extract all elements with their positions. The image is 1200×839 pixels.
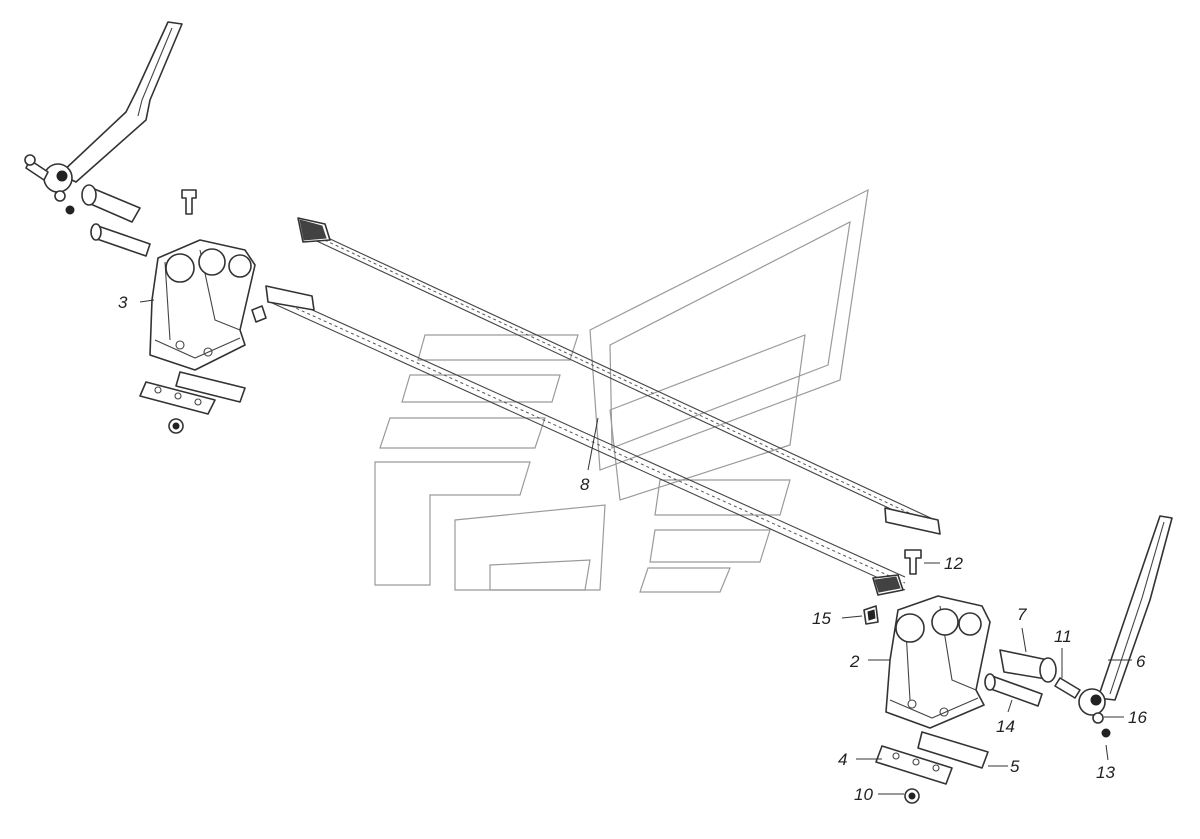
callout-13: 13 — [1096, 763, 1115, 782]
tie-rod-lower — [265, 285, 906, 596]
lever-left — [24, 21, 183, 215]
bolt-left — [181, 189, 197, 215]
bushing-left-lower — [90, 223, 151, 257]
bushing-right-7 — [999, 649, 1057, 683]
callout-14: 14 — [996, 717, 1015, 736]
clip-right — [863, 605, 879, 625]
plate-right-5 — [917, 731, 989, 769]
nut-right — [904, 788, 920, 804]
bushing-left-upper — [81, 184, 141, 223]
callout-12: 12 — [944, 554, 963, 573]
bracket-right — [885, 595, 991, 729]
callout-7: 7 — [1017, 605, 1027, 624]
callout-3: 3 — [118, 293, 128, 312]
bracket-left — [149, 239, 267, 371]
leader-lines — [139, 299, 1132, 795]
plate-right-4 — [875, 745, 953, 785]
callout-2: 2 — [849, 652, 860, 671]
bolt-right — [904, 549, 922, 575]
lever-right — [1054, 515, 1173, 738]
callout-6: 6 — [1136, 652, 1146, 671]
callout-16: 16 — [1128, 708, 1147, 727]
callout-labels: 3 8 12 15 2 7 11 6 16 14 4 5 13 10 — [118, 293, 1147, 804]
plate-left-lower — [139, 381, 216, 415]
bushing-right-14 — [984, 673, 1043, 707]
watermark-logo — [374, 188, 869, 593]
callout-15: 15 — [812, 609, 831, 628]
callout-4: 4 — [838, 750, 847, 769]
plate-left-upper — [175, 371, 246, 403]
tie-rod-upper — [297, 217, 941, 535]
callout-11: 11 — [1054, 627, 1072, 646]
callout-8: 8 — [580, 475, 590, 494]
nut-left — [168, 418, 184, 434]
callout-10: 10 — [854, 785, 873, 804]
callout-5: 5 — [1010, 757, 1020, 776]
